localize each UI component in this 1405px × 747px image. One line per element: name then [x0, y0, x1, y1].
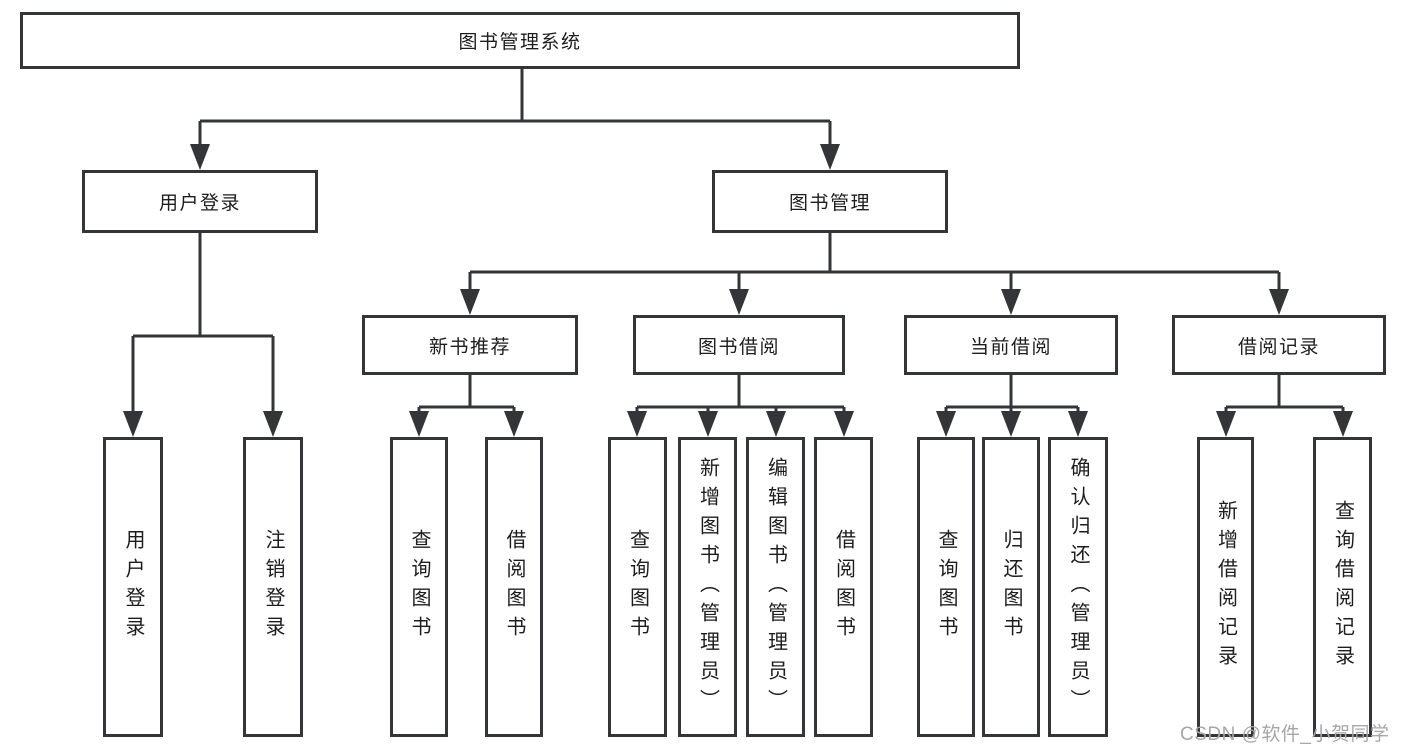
leaf-recommend-query-books: 查询图书 — [390, 437, 448, 737]
connector-borrowing-records-to-leaves — [1216, 375, 1353, 437]
watermark: CSDN @软件_小贺同学 — [1180, 724, 1390, 745]
connector-book-borrowing-to-leaves — [627, 375, 854, 437]
leaf-label: 借阅图书 — [832, 529, 855, 645]
leaf-label: 新增借阅记录 — [1214, 500, 1237, 674]
leaf-add-borrow-record: 新增借阅记录 — [1197, 437, 1254, 737]
node-label: 图书管理系统 — [458, 32, 582, 53]
node-label: 图书借阅 — [697, 336, 780, 358]
leaf-label: 查询借阅记录 — [1331, 500, 1354, 674]
node-book-borrowing: 图书借阅 — [633, 315, 845, 375]
leaf-label: 借阅图书 — [503, 529, 525, 645]
node-label: 借阅记录 — [1237, 336, 1320, 358]
leaf-label: 确认归还（管理员） — [1067, 456, 1089, 718]
leaf-label: 查询图书 — [626, 529, 649, 645]
node-user-login: 用户登录 — [82, 170, 318, 233]
leaf-label: 查询图书 — [935, 529, 957, 645]
connector-user-login-to-leaves — [123, 233, 283, 437]
node-root-system: 图书管理系统 — [20, 12, 1020, 69]
node-label: 新书推荐 — [428, 336, 511, 358]
leaf-label: 新增图书（管理员） — [696, 456, 719, 718]
connector-current-borrowing-to-leaves — [936, 375, 1088, 437]
leaf-query-borrow-record: 查询借阅记录 — [1313, 437, 1372, 737]
connector-root-to-level1 — [190, 69, 840, 170]
node-label: 图书管理 — [788, 193, 871, 214]
leaf-confirm-return-admin: 确认归还（管理员） — [1048, 437, 1108, 737]
leaf-logout: 注销登录 — [243, 437, 303, 737]
leaf-label: 查询图书 — [408, 529, 430, 645]
node-new-book-recommend: 新书推荐 — [362, 315, 578, 375]
node-book-management: 图书管理 — [712, 170, 948, 233]
leaf-return-books: 归还图书 — [982, 437, 1040, 737]
node-label: 当前借阅 — [969, 336, 1052, 358]
node-current-borrowing: 当前借阅 — [904, 315, 1118, 375]
connector-new-book-recommend-to-leaves — [409, 375, 524, 437]
node-borrowing-records: 借阅记录 — [1172, 315, 1386, 375]
connector-book-management-to-level2 — [460, 233, 1289, 315]
leaf-label: 用户登录 — [122, 529, 144, 645]
leaf-label: 归还图书 — [1000, 529, 1022, 645]
leaf-recommend-borrow-books: 借阅图书 — [485, 437, 543, 737]
leaf-user-login: 用户登录 — [103, 437, 163, 737]
leaf-label: 编辑图书（管理员） — [764, 456, 787, 718]
leaf-label: 注销登录 — [262, 529, 284, 645]
leaf-add-books-admin: 新增图书（管理员） — [678, 437, 737, 737]
leaf-borrow-books: 借阅图书 — [814, 437, 873, 737]
leaf-borrowing-query-books: 查询图书 — [608, 437, 667, 737]
node-label: 用户登录 — [158, 193, 241, 214]
leaf-edit-books-admin: 编辑图书（管理员） — [746, 437, 805, 737]
leaf-current-query-books: 查询图书 — [917, 437, 975, 737]
